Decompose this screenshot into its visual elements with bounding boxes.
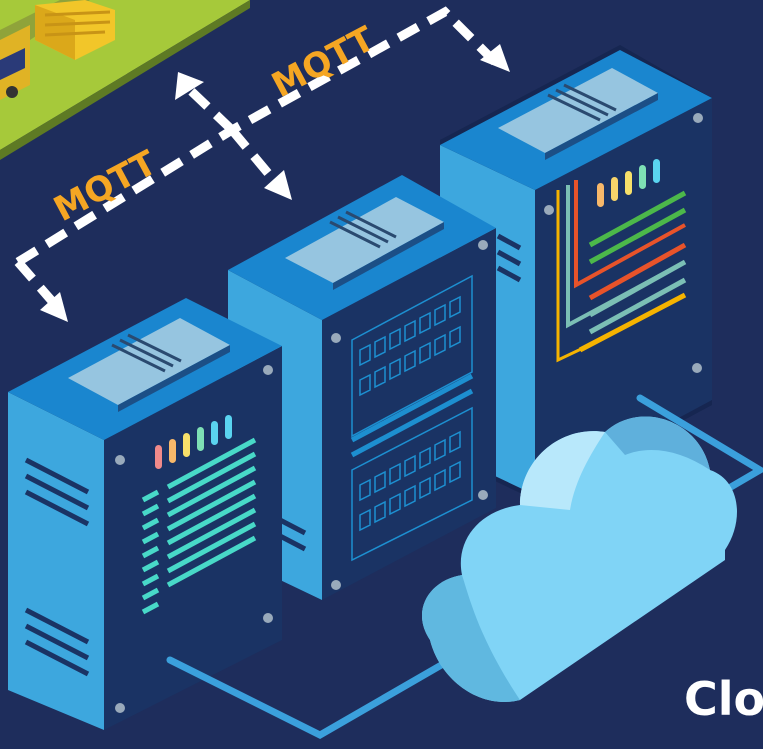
vehicle-icon [0, 25, 30, 100]
caption-text: Clo [684, 672, 763, 726]
cargo-crate [35, 0, 115, 60]
server-icon [8, 298, 282, 730]
mqtt-label-left: MQTT [47, 143, 164, 230]
arrow-icon [40, 44, 510, 322]
mqtt-label-right: MQTT [265, 19, 382, 106]
cloud-icon [421, 416, 737, 702]
